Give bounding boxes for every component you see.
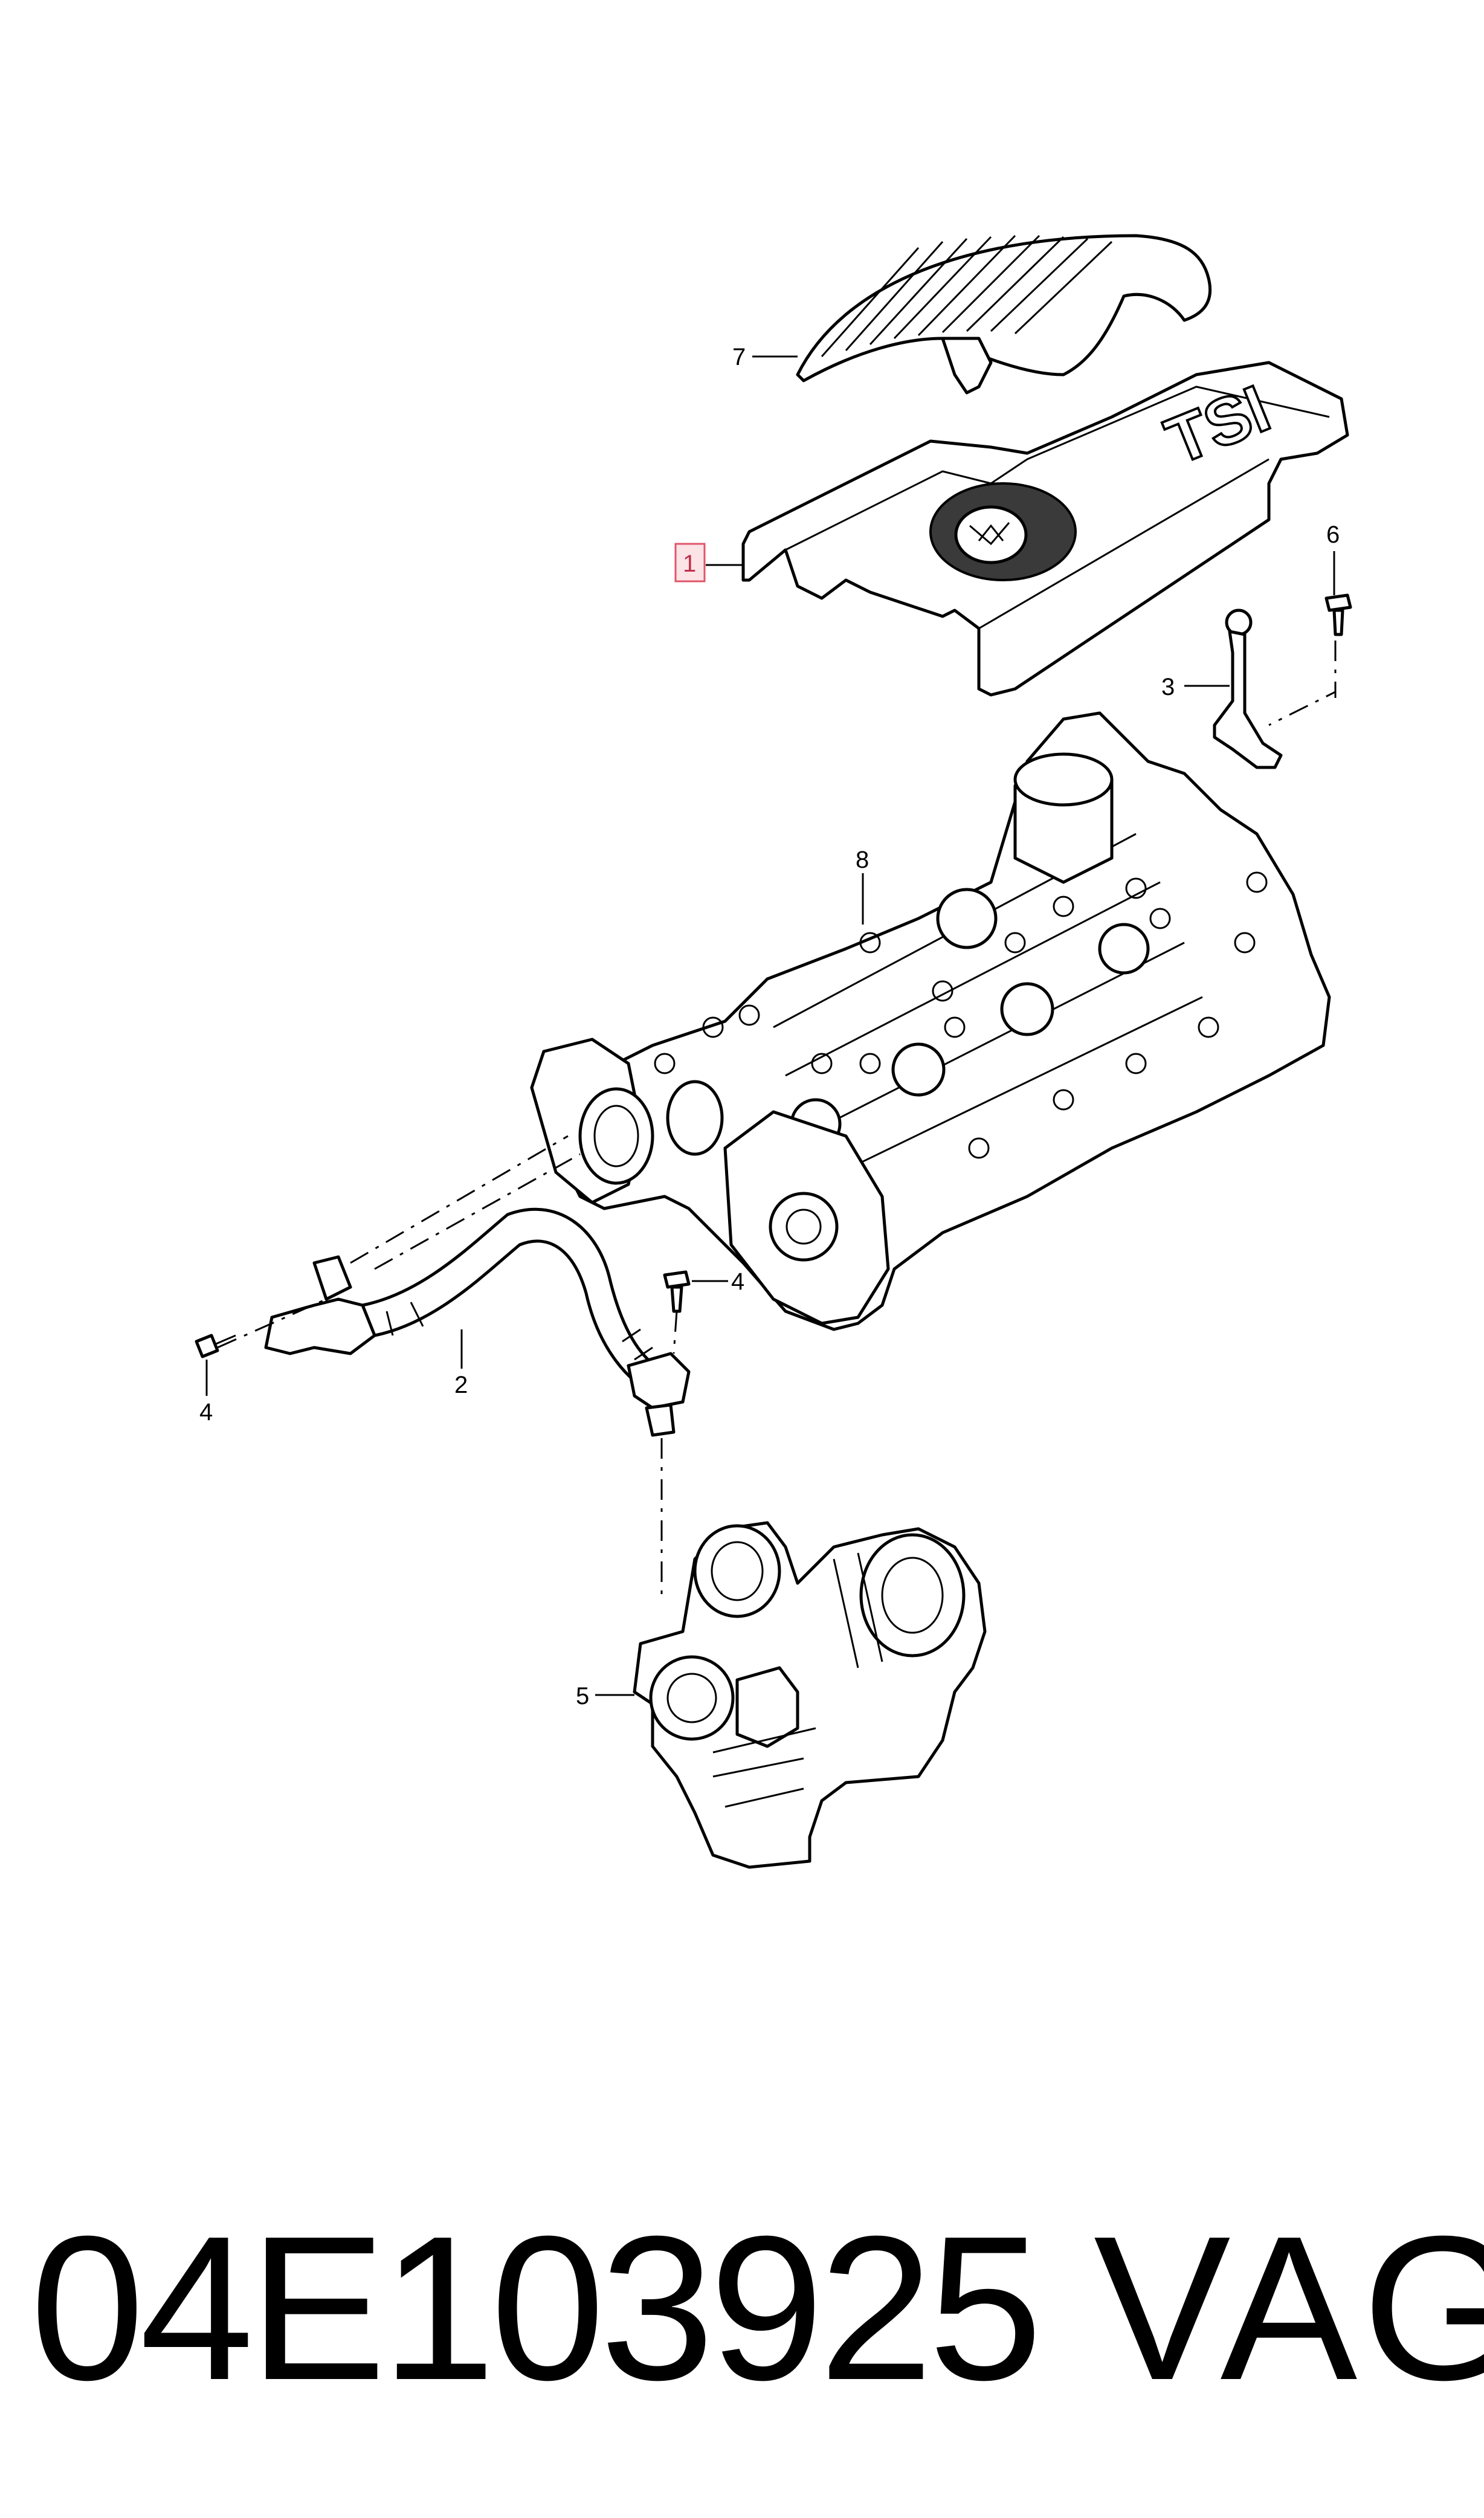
assembly-lines — [217, 641, 1337, 1601]
part-3-bracket — [1213, 609, 1283, 769]
part-5-turbocharger — [633, 1521, 987, 1869]
callout-3: 3 — [1161, 674, 1175, 700]
callout-labels: 7 1 6 3 8 4 2 4 5 — [199, 344, 1340, 1709]
callout-7: 7 — [732, 344, 746, 370]
part-footer: 04E103925 VAG — [0, 2200, 1484, 2417]
callout-4-right: 4 — [731, 1268, 744, 1295]
callout-1-highlight — [674, 543, 706, 583]
part-8-cylinder-head-cover — [530, 711, 1331, 1331]
part-4-screw-right — [663, 1270, 691, 1313]
callout-4-left: 4 — [199, 1399, 213, 1425]
callout-2: 2 — [454, 1372, 468, 1398]
callout-5: 5 — [576, 1683, 589, 1709]
part-6-screw — [1324, 593, 1352, 636]
part-4-screw-left — [195, 1334, 236, 1358]
callout-8: 8 — [856, 847, 869, 873]
part-7-intake-cover — [796, 234, 1212, 395]
callout-6: 6 — [1326, 521, 1340, 548]
callout-1: 1 — [683, 550, 696, 577]
leader-lines — [205, 355, 1337, 1696]
part-2-hose — [264, 1207, 691, 1437]
part-number: 04E103925 — [30, 2194, 1043, 2423]
part-1-engine-cover: TSI — [741, 361, 1349, 697]
brand-name: VAG — [1094, 2194, 1484, 2423]
